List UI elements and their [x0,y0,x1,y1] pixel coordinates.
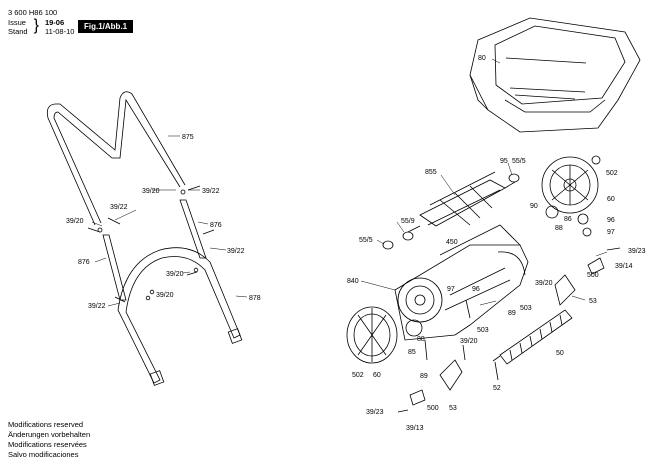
label-876-a: 876 [210,222,222,229]
label-60-a: 60 [607,196,615,203]
rear-roller [492,309,573,365]
label-97-a: 97 [607,229,615,236]
footer-line-es: Salvo modificaciones [8,450,79,459]
label-503-a: 503 [520,305,532,312]
label-97-b: 97 [447,286,455,293]
label-55-9: 55/9 [401,218,415,225]
label-85: 85 [408,349,416,356]
figure-badge: Fig.1/Abb.1 [78,20,134,33]
label-39-22-c: 39/22 [227,248,245,255]
label-52: 52 [493,385,501,392]
label-80: 80 [478,55,486,62]
label-39-23-a: 39/23 [628,248,646,255]
label-53-a: 53 [589,298,597,305]
screw-3923-b [397,409,409,413]
grass-box [469,17,641,133]
label-88-a: 88 [555,225,563,232]
bearing-left [402,231,414,241]
lower-tube-right [179,199,207,259]
washer-96 [577,213,589,225]
label-500-a: 500 [587,272,599,279]
label-55-5-a: 55/5 [512,158,526,165]
label-39-23-b: 39/23 [366,409,384,416]
label-39-20-e: 39/20 [535,280,553,287]
wheel-left [346,306,423,364]
pin-88 [424,339,428,361]
part-number-labels: 80 875 39/20 39/22 39/22 39/20 876 876 3… [66,55,646,432]
label-502-b: 502 [352,372,364,379]
issue-row: Issue Stand } 19-06 11-08-10 [8,16,75,37]
footer-line-de: Änderungen vorbehalten [8,430,91,439]
footer-line-fr: Modifications reservées [8,440,87,449]
label-88-b: 88 [417,336,425,343]
label-450: 450 [446,239,458,246]
bearing-left-outer [382,240,394,250]
label-96-a: 96 [607,217,615,224]
label-90: 90 [530,203,538,210]
label-39-13: 39/13 [406,425,424,432]
pin-52 [494,361,499,381]
leader-lines [91,58,608,307]
label-39-20-f: 39/20 [460,338,478,345]
label-89-a: 89 [508,310,516,317]
label-55-5-b: 55/5 [359,237,373,244]
label-89-b: 89 [420,373,428,380]
lower-tube-left [102,234,127,301]
label-39-20-a: 39/20 [142,188,160,195]
label-878: 878 [249,295,261,302]
label-39-20-b: 39/20 [66,218,84,225]
document-header: 3 600 H86 100 Issue Stand } 19-06 11-08-… [8,8,74,37]
issue-value: 19-06 [44,17,65,27]
label-39-20-c: 39/20 [166,271,184,278]
chassis-side-frame [394,224,529,341]
bearing-right [508,173,520,183]
pin-89 [465,299,471,319]
label-60-b: 60 [373,372,381,379]
label-875: 875 [182,134,194,141]
stand-label: Stand [8,27,28,36]
footer-line-en: Modifications reserved [8,420,84,429]
wheel-right [541,155,601,214]
roller-bracket-right [554,257,605,306]
label-39-22-d: 39/22 [88,303,106,310]
label-500-b: 500 [427,405,439,412]
gear-right [545,205,559,219]
label-855: 855 [425,169,437,176]
label-95: 95 [500,158,508,165]
label-39-22-b: 39/22 [110,204,128,211]
label-502-a: 502 [606,170,618,177]
stand-value: 11-08-10 [44,27,75,36]
upper-handle [46,91,186,233]
handle-frame [117,247,243,386]
cutting-cylinder [407,171,516,233]
handle-screws [87,185,215,303]
label-96-b: 96 [472,286,480,293]
footer-notes: Modifications reserved Änderungen vorbeh… [8,420,90,460]
label-53-b: 53 [449,405,457,412]
pin-lower [462,344,466,361]
label-86: 86 [564,216,572,223]
doc-number: 3 600 H86 100 [8,8,58,17]
label-503-b: 503 [477,327,489,334]
label-39-22-a: 39/22 [202,188,220,195]
label-50: 50 [556,350,564,357]
label-39-14: 39/14 [615,263,633,270]
cap-97 [582,227,592,237]
label-39-20-d: 39/20 [156,292,174,299]
roller-bracket-left [409,359,463,406]
issue-label: Issue [8,17,26,27]
screw-3923 [606,247,621,251]
label-876-b: 876 [78,259,90,266]
brace-glyph: } [33,16,39,34]
label-840: 840 [347,278,359,285]
